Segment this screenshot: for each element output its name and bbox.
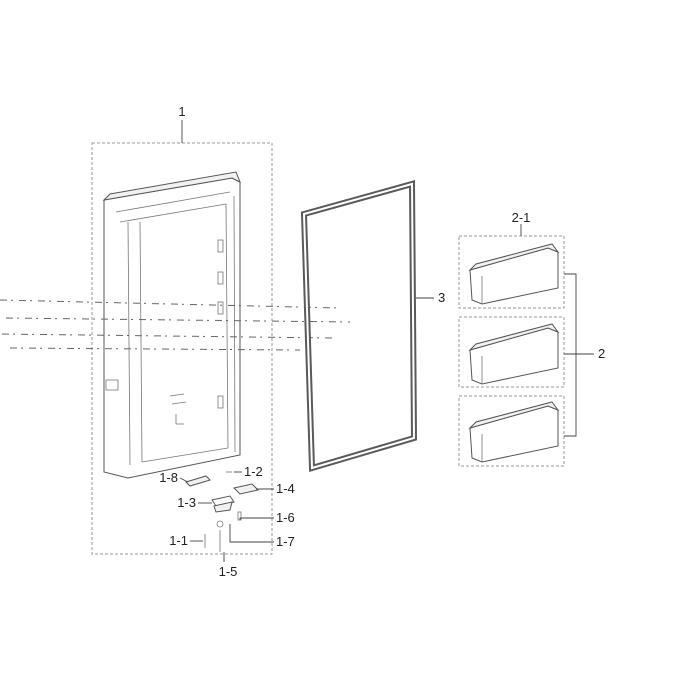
- part-1-1-callout: 1-1: [169, 533, 188, 548]
- guard-group-bracket: [564, 273, 577, 437]
- part-1-3-callout: 1-3: [177, 495, 196, 510]
- guard-group-callout: 2: [598, 346, 605, 361]
- door-body: [102, 171, 241, 479]
- door-gasket: 3: [300, 180, 445, 472]
- door-guard-3: [468, 401, 560, 463]
- part-1-8-leader: [179, 477, 189, 483]
- part-1-5-callout: 1-5: [219, 564, 238, 579]
- door-assembly-group: 1: [91, 104, 295, 579]
- door-guard-frame-2: [458, 316, 565, 388]
- part-1-7-bushing: [216, 520, 224, 528]
- part-1-8-hinge-cover: [185, 475, 211, 487]
- part-1-2-callout: 1-2: [244, 464, 263, 479]
- part-1-8-callout: 1-8: [159, 470, 178, 485]
- part-1-3-hinge: [211, 495, 235, 513]
- guard-single-callout: 2-1: [512, 210, 531, 225]
- door-guard-frame-1: [458, 235, 565, 309]
- door-guard-group: 2-1 2: [458, 210, 605, 467]
- gasket-callout: 3: [438, 290, 445, 305]
- door-assembly-callout: 1: [178, 104, 185, 119]
- part-1-4-bracket: [233, 483, 259, 495]
- door-guard-1: [468, 243, 560, 305]
- door-guard-2: [468, 323, 560, 385]
- scan-noise-band: [0, 299, 351, 351]
- part-1-6-callout: 1-6: [276, 510, 295, 525]
- part-1-6-pin: [237, 511, 242, 521]
- part-1-4-callout: 1-4: [276, 481, 295, 496]
- part-1-7-leader: [229, 524, 274, 543]
- door-guard-frame-3: [458, 395, 565, 467]
- part-1-6-leader: [239, 517, 274, 520]
- part-1-7-callout: 1-7: [276, 534, 295, 549]
